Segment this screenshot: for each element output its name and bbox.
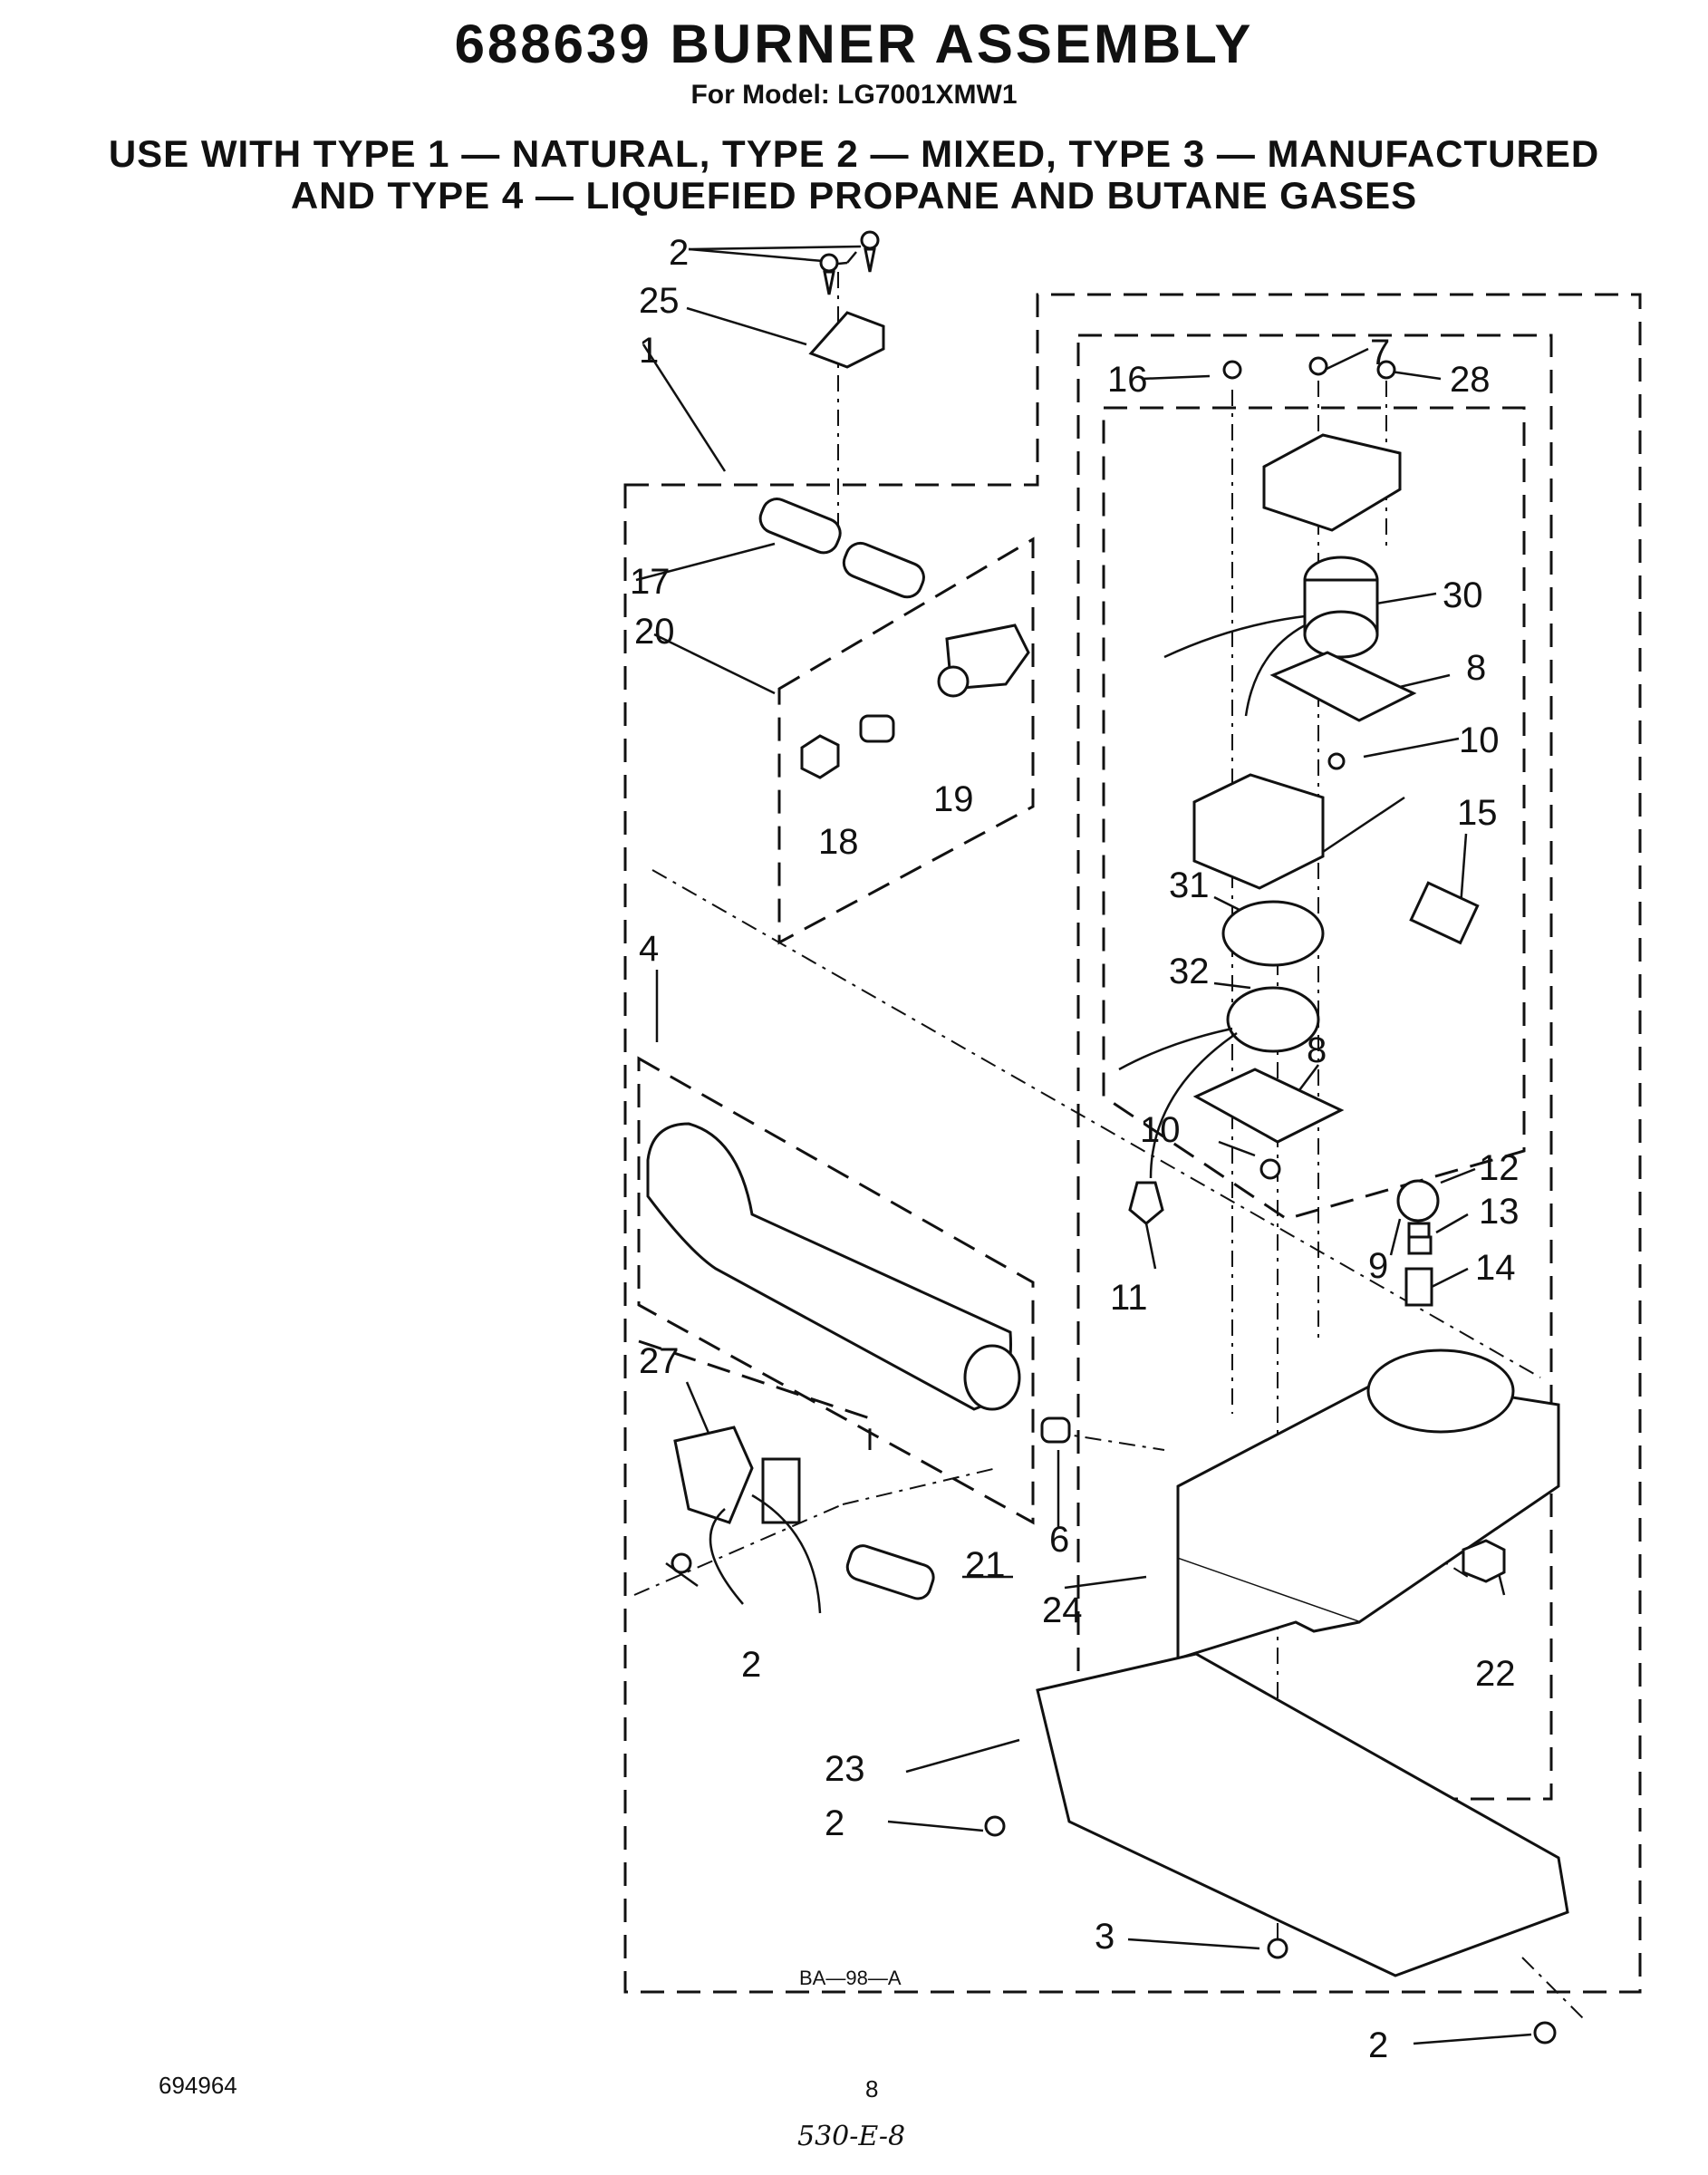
- callout-18: 18: [818, 822, 859, 862]
- model-line: For Model: LG7001XMW1: [690, 80, 1018, 110]
- bracket-23: [1036, 1652, 1569, 1977]
- callout-27: 27: [639, 1341, 680, 1381]
- callout-11: 11: [1110, 1278, 1148, 1318]
- callout-13: 13: [1479, 1192, 1520, 1232]
- callout-19: 19: [933, 779, 974, 819]
- callout-2-left: 2: [741, 1645, 761, 1685]
- assembly-boundary-27: [638, 1339, 872, 1450]
- callout-20: 20: [634, 612, 675, 652]
- callout-10-upper: 10: [1459, 720, 1500, 760]
- callout-2-top: 2: [669, 233, 689, 273]
- callout-15: 15: [1457, 793, 1498, 833]
- gas-type-line-2: AND TYPE 4 — LIQUEFIED PROPANE AND BUTAN…: [290, 174, 1418, 217]
- callout-12: 12: [1479, 1148, 1520, 1188]
- callout-14: 14: [1475, 1248, 1516, 1288]
- callout-8-upper: 8: [1466, 648, 1486, 688]
- callout-3: 3: [1095, 1917, 1115, 1957]
- callout-22: 22: [1475, 1654, 1516, 1694]
- callout-2-bottom: 2: [1368, 2025, 1388, 2065]
- assembly-boundary-4: [637, 1056, 1035, 1525]
- callout-8-lower: 8: [1307, 1030, 1327, 1070]
- callout-9: 9: [1368, 1246, 1388, 1286]
- page-title: 688639 BURNER ASSEMBLY: [454, 14, 1254, 74]
- callout-2-bracket: 2: [825, 1803, 844, 1843]
- callout-25: 25: [639, 281, 680, 321]
- callout-24: 24: [1042, 1590, 1083, 1630]
- callout-1: 1: [639, 331, 659, 371]
- document-number: 694964: [159, 2072, 237, 2099]
- gas-type-line-1: USE WITH TYPE 1 — NATURAL, TYPE 2 — MIXE…: [108, 132, 1600, 175]
- callout-28: 28: [1450, 360, 1491, 400]
- callout-16: 16: [1107, 360, 1148, 400]
- assembly-boundary-20: [777, 536, 1035, 945]
- callout-21: 21: [965, 1545, 1006, 1585]
- callout-4: 4: [639, 929, 659, 969]
- callout-17: 17: [630, 562, 671, 602]
- callout-7: 7: [1370, 333, 1390, 372]
- burner-tube: [646, 1122, 1012, 1411]
- assembly-boundary-24: [1076, 334, 1553, 1801]
- clamp-25: [808, 311, 885, 369]
- callout-6: 6: [1049, 1520, 1069, 1560]
- callout-10-lower: 10: [1140, 1110, 1181, 1150]
- callout-32: 32: [1169, 952, 1210, 991]
- assembly-boundary-1: [623, 293, 1642, 1994]
- callout-30: 30: [1443, 575, 1483, 615]
- page-number: 8: [865, 2075, 879, 2102]
- callout-31: 31: [1169, 865, 1210, 905]
- callout-23: 23: [825, 1749, 865, 1789]
- diagram-code: BA—98—A: [799, 1967, 902, 1989]
- handwritten-note: 530-E-8: [797, 2121, 906, 2152]
